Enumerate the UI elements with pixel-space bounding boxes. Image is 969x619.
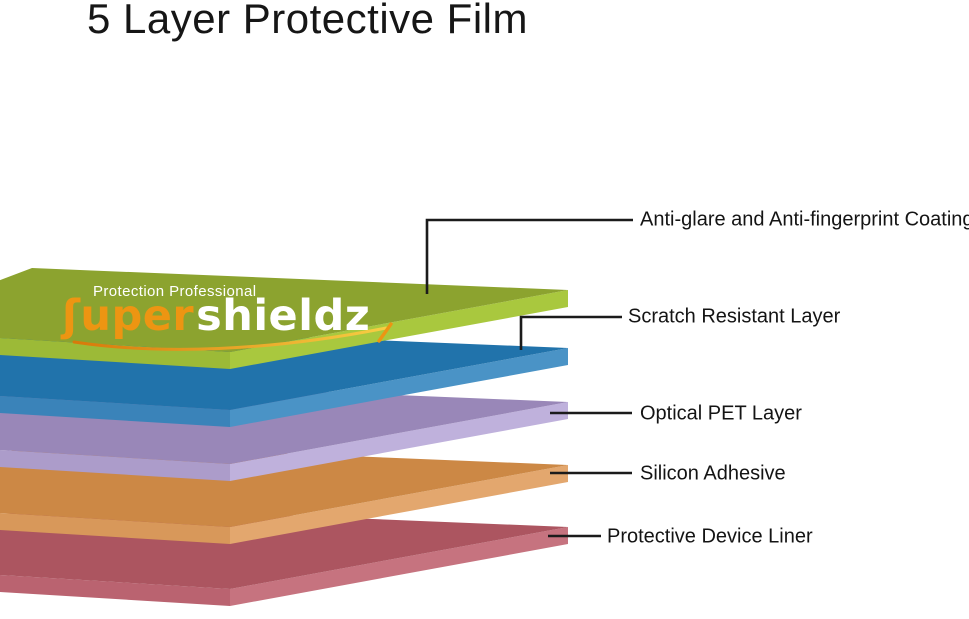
brand-swoosh-tick-icon (377, 322, 393, 343)
label-optical-pet: Optical PET Layer (640, 402, 802, 425)
callout-line-scratch-resistant (519, 315, 622, 350)
layer-side-face (0, 396, 230, 427)
layer-front-face (230, 348, 568, 427)
label-device-liner: Protective Device Liner (607, 525, 813, 548)
page-title: 5 Layer Protective Film (87, 0, 528, 42)
layer-front-face (230, 290, 568, 369)
brand-swoosh-icon (72, 326, 388, 351)
layer-side-face (0, 575, 230, 606)
label-anti-glare-coating: Anti-glare and Anti-fingerprint Coating (640, 208, 969, 231)
label-scratch-resistant: Scratch Resistant Layer (628, 305, 841, 328)
layer-front-face (230, 402, 568, 481)
layer-front-face (230, 465, 568, 544)
layer-front-face (230, 527, 568, 606)
layer-side-face (0, 338, 230, 369)
layer-side-face (0, 513, 230, 544)
layer-side-face (0, 450, 230, 481)
label-silicon-adhesive: Silicon Adhesive (640, 462, 786, 485)
callout-line-anti-glare (425, 218, 633, 294)
